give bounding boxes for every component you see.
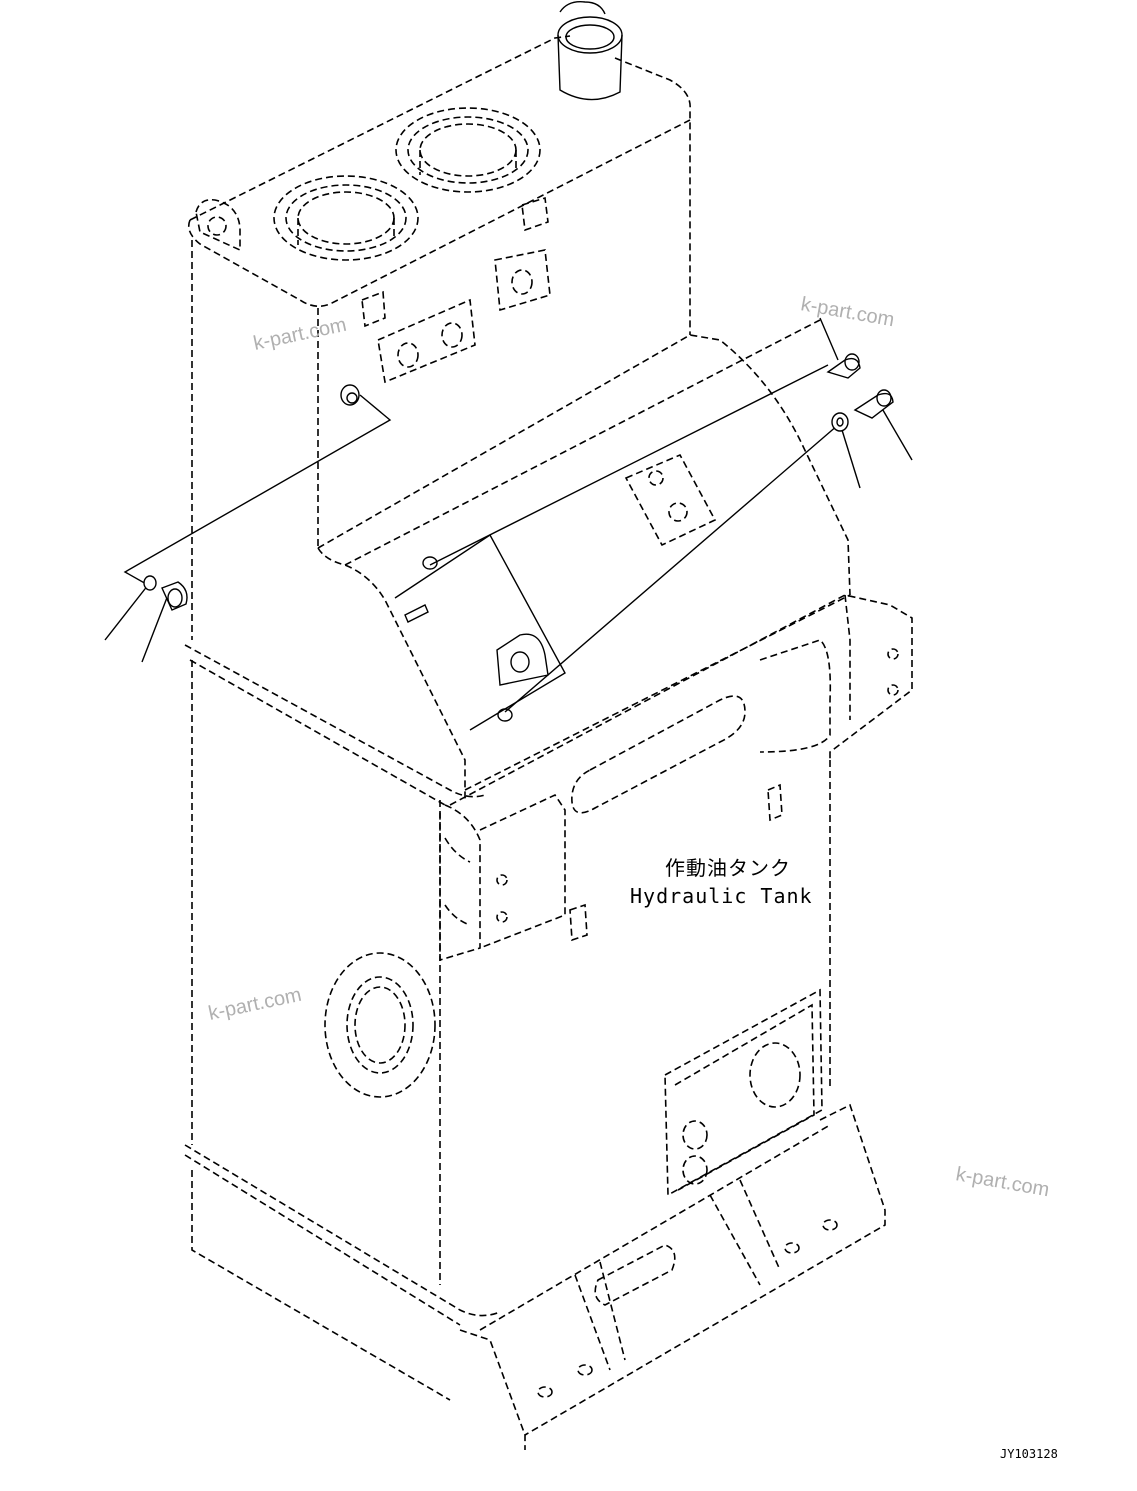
right-bolts xyxy=(826,353,894,432)
watermark: k-part.com xyxy=(799,293,896,331)
drawing-code: JY103128 xyxy=(1000,1447,1058,1461)
upper-port xyxy=(340,384,360,406)
base-frame xyxy=(459,1103,886,1450)
tank-label-jp: 作動油タンク xyxy=(665,856,791,880)
tank-label-en: Hydraulic Tank xyxy=(630,884,813,908)
lifting-eye xyxy=(195,198,241,252)
upper-mount-pads xyxy=(361,196,551,384)
front-plate xyxy=(664,988,823,1197)
front-panel-features xyxy=(394,453,717,731)
frame-bracket xyxy=(439,594,913,962)
upper-tank-body xyxy=(184,35,851,806)
top-flange-front xyxy=(273,175,419,261)
watermark: k-part.com xyxy=(954,1163,1051,1201)
side-flange xyxy=(324,952,436,1098)
filler-neck xyxy=(557,1,623,101)
top-flange-rear xyxy=(395,107,541,193)
watermark: k-part.com xyxy=(251,314,348,355)
watermark: k-part.com xyxy=(206,984,303,1025)
left-plug xyxy=(143,575,188,611)
lower-tank-body xyxy=(184,660,831,1401)
